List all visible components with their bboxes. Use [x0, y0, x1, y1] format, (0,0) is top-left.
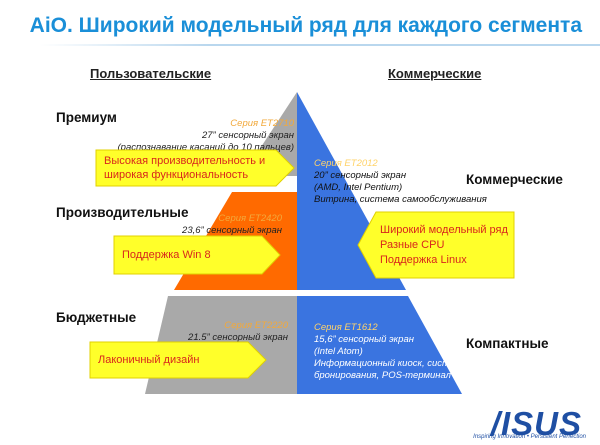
series-et2420-name: Серия ET2420 [218, 213, 282, 224]
arrow-commercial-line1: Широкий модельный ряд [380, 223, 508, 236]
arrow-budget [89, 341, 267, 379]
segment-label-premium: Премиум [56, 110, 117, 125]
series-et2710-line1: 27” сенсорный экран [201, 130, 294, 141]
arrow-commercial-line3: Поддержка Linux [380, 253, 467, 266]
arrow-performance [113, 235, 281, 275]
asus-logo: /ISUS [490, 405, 582, 442]
segment-label-compact: Компактные [466, 336, 549, 351]
arrow-performance-text: Поддержка Win 8 [122, 237, 262, 273]
segment-label-budget: Бюджетные [56, 310, 137, 325]
arrow-premium-line2: широкая функциональность [104, 169, 249, 181]
segment-label-performance: Производительные [56, 205, 189, 220]
arrow-premium [95, 149, 295, 187]
series-et2710-name: Серия ET2710 [230, 118, 294, 129]
series-et2420-line1: 23,6” сенсорный экран [182, 225, 282, 236]
title-underline [40, 44, 600, 46]
series-et2420: Серия ET2420 23,6” сенсорный экран [130, 213, 282, 237]
series-et1612-line4: бронирования, POS-терминал [314, 370, 452, 381]
series-et2012-line2: (AMD, Intel Pentium) [314, 182, 403, 193]
series-et2710-line2: (распознавание касаний до 10 пальцев) [117, 142, 295, 153]
arrow-commercial [357, 211, 515, 279]
arrow-premium-text: Высокая производительность и широкая фун… [104, 151, 279, 185]
series-et2710: Серия ET2710 27” сенсорный экран (распоз… [106, 118, 295, 154]
series-et1612-line1: 15,6” сенсорный экран [314, 334, 414, 345]
series-et2012-line3: Витрина, система самообслуживания [314, 194, 487, 205]
column-header-consumer: Пользовательские [90, 66, 212, 81]
arrow-commercial-text: Широкий модельный ряд Разные CPU Поддерж… [380, 214, 514, 276]
segment-label-commercial: Коммерческие [466, 172, 563, 187]
arrow-budget-line1: Лаконичный дизайн [98, 354, 200, 366]
series-et2220: Серия ET2220 21.5” сенсорный экран [140, 320, 288, 344]
series-et2220-line1: 21.5” сенсорный экран [188, 332, 288, 343]
column-header-commercial: Коммерческие [388, 66, 482, 81]
series-et1612-name: Серия ET1612 [314, 322, 378, 333]
series-et2012: Серия ET2012 20” сенсорный экран (AMD, I… [314, 158, 504, 206]
series-et1612: Серия ET1612 15,6” сенсорный экран (Inte… [314, 322, 474, 382]
series-et2012-name: Серия ET2012 [314, 158, 378, 169]
series-et1612-line2: (Intel Atom) [314, 346, 363, 357]
page-title: AiO. Широкий модельный ряд для каждого с… [29, 14, 582, 37]
arrow-performance-line1: Поддержка Win 8 [122, 249, 211, 261]
series-et1612-line3: Информационный киоск, система [314, 358, 467, 369]
arrow-premium-line1: Высокая производительность и [104, 155, 266, 167]
series-et2220-name: Серия ET2220 [224, 320, 288, 331]
arrow-budget-text: Лаконичный дизайн [98, 343, 248, 377]
series-et2012-line1: 20” сенсорный экран [314, 170, 407, 181]
tier-compact-right [297, 296, 462, 394]
arrow-commercial-line2: Разные CPU [380, 238, 445, 251]
asus-tagline: Inspiring Innovation • Persistent Perfec… [473, 434, 586, 440]
